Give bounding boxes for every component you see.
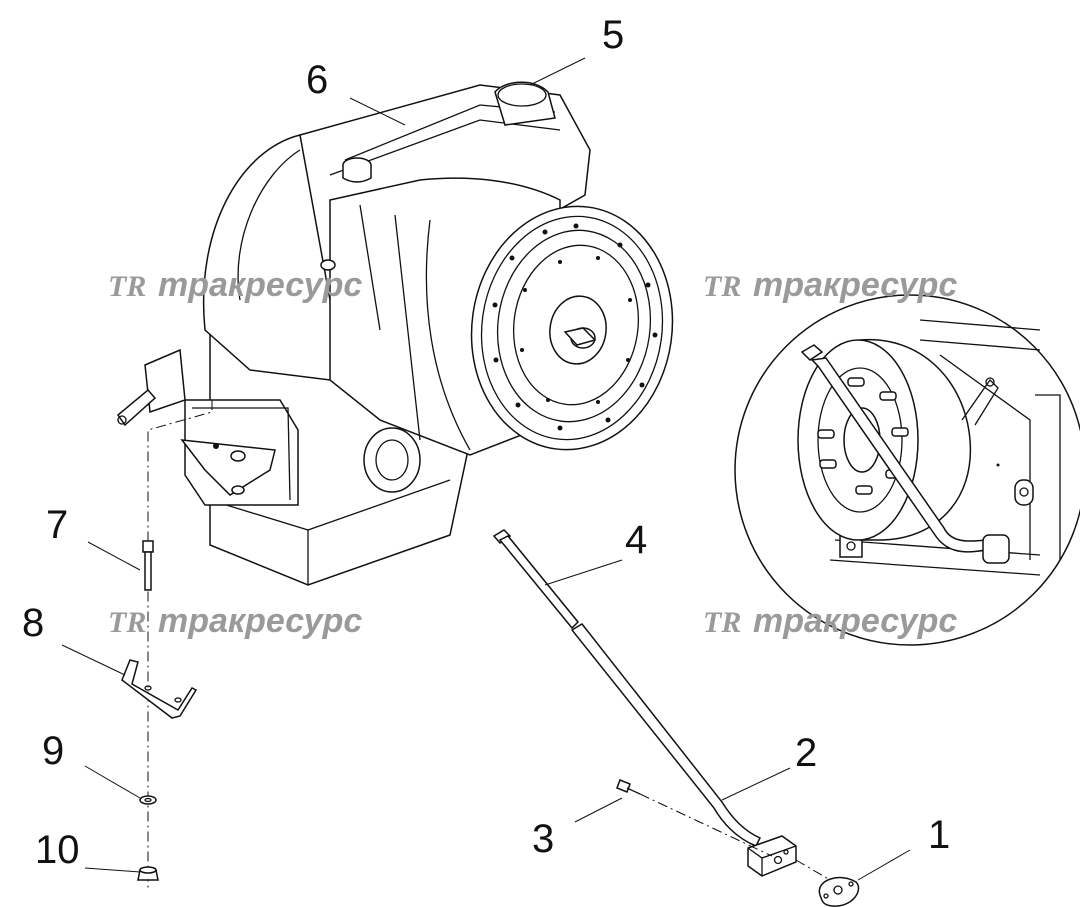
watermark-top-left: TR тракресурс [108, 266, 362, 304]
flange-bolts [492, 223, 658, 431]
part-3-bolt [616, 779, 773, 857]
part-4-dipstick [492, 529, 580, 630]
callout-4: 4 [625, 518, 647, 562]
transmission-assembly [116, 81, 674, 586]
callout-1: 1 [928, 813, 950, 857]
watermark-logo: TR [108, 606, 146, 639]
part-2-dipstick-tube [570, 623, 797, 877]
watermark-logo: TR [108, 270, 146, 303]
part-1-gasket [795, 859, 860, 907]
part-8-bracket [121, 659, 198, 719]
callout-2: 2 [795, 731, 817, 775]
watermark-bottom-left: TR тракресурс [108, 602, 362, 640]
callout-3: 3 [532, 817, 554, 861]
assembly-axis-left [147, 400, 213, 890]
watermark-text: тракресурс [753, 266, 957, 304]
callout-9: 9 [42, 729, 64, 773]
watermark-text: тракресурс [158, 266, 362, 304]
detail-inset [734, 294, 1080, 646]
callout-7: 7 [46, 503, 68, 547]
part-9-washer [139, 795, 157, 805]
watermark-logo: TR [703, 606, 741, 639]
watermark-top-right: TR тракресурс [703, 266, 957, 304]
watermark-text: тракресурс [158, 602, 362, 640]
watermark-text: тракресурс [753, 602, 957, 640]
callout-10: 10 [35, 828, 80, 872]
part-7-bolt [142, 540, 154, 591]
watermark-bottom-right: TR тракресурс [703, 602, 957, 640]
callout-5: 5 [602, 13, 624, 57]
callout-6: 6 [306, 58, 328, 102]
callout-8: 8 [22, 601, 44, 645]
part-10-nut [137, 866, 159, 881]
watermark-logo: TR [703, 270, 741, 303]
callout-numbers: 1 2 3 4 5 6 7 8 9 10 [22, 13, 950, 872]
leader-lines [61, 57, 911, 881]
